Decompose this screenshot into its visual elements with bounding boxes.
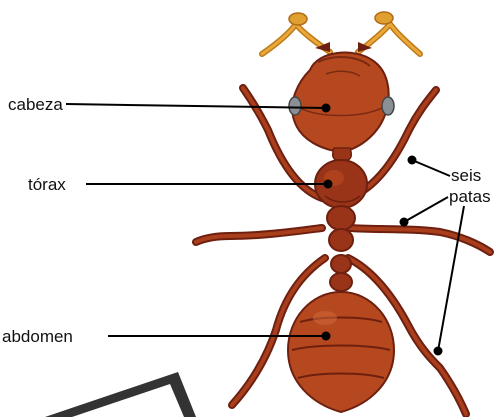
right-eye bbox=[382, 97, 394, 115]
label-abdomen: abdomen bbox=[2, 327, 73, 346]
ant-petiole bbox=[330, 255, 352, 291]
corner-frame-decoration bbox=[45, 372, 196, 417]
left-eye bbox=[289, 97, 301, 115]
leg-middle-right bbox=[350, 228, 490, 252]
pointer-line-legs-middle bbox=[404, 197, 448, 222]
ant-neck bbox=[333, 148, 352, 160]
label-legs-line2: patas bbox=[449, 187, 491, 206]
label-legs-line1: seis bbox=[451, 166, 481, 185]
pointer-dot-legs-hind bbox=[434, 347, 443, 356]
ant-abdomen bbox=[288, 292, 394, 412]
ant-head bbox=[289, 42, 394, 152]
label-head: cabeza bbox=[8, 95, 63, 114]
pointer-dot-head bbox=[322, 104, 331, 113]
pointer-dot-legs-middle bbox=[400, 218, 409, 227]
pointer-line-legs-hind bbox=[438, 206, 464, 351]
ant-thorax bbox=[315, 160, 367, 251]
pointer-line-legs-front bbox=[412, 160, 450, 176]
pointer-dot-abdomen bbox=[322, 332, 331, 341]
pointer-dot-thorax bbox=[324, 180, 333, 189]
antennae bbox=[262, 12, 420, 54]
pointer-dot-legs-front bbox=[408, 156, 417, 165]
label-thorax: tórax bbox=[28, 175, 66, 194]
pointer-line-head bbox=[66, 104, 326, 108]
leg-middle-left bbox=[196, 228, 322, 242]
text-labels: cabeza tórax abdomen seis patas bbox=[2, 95, 491, 346]
